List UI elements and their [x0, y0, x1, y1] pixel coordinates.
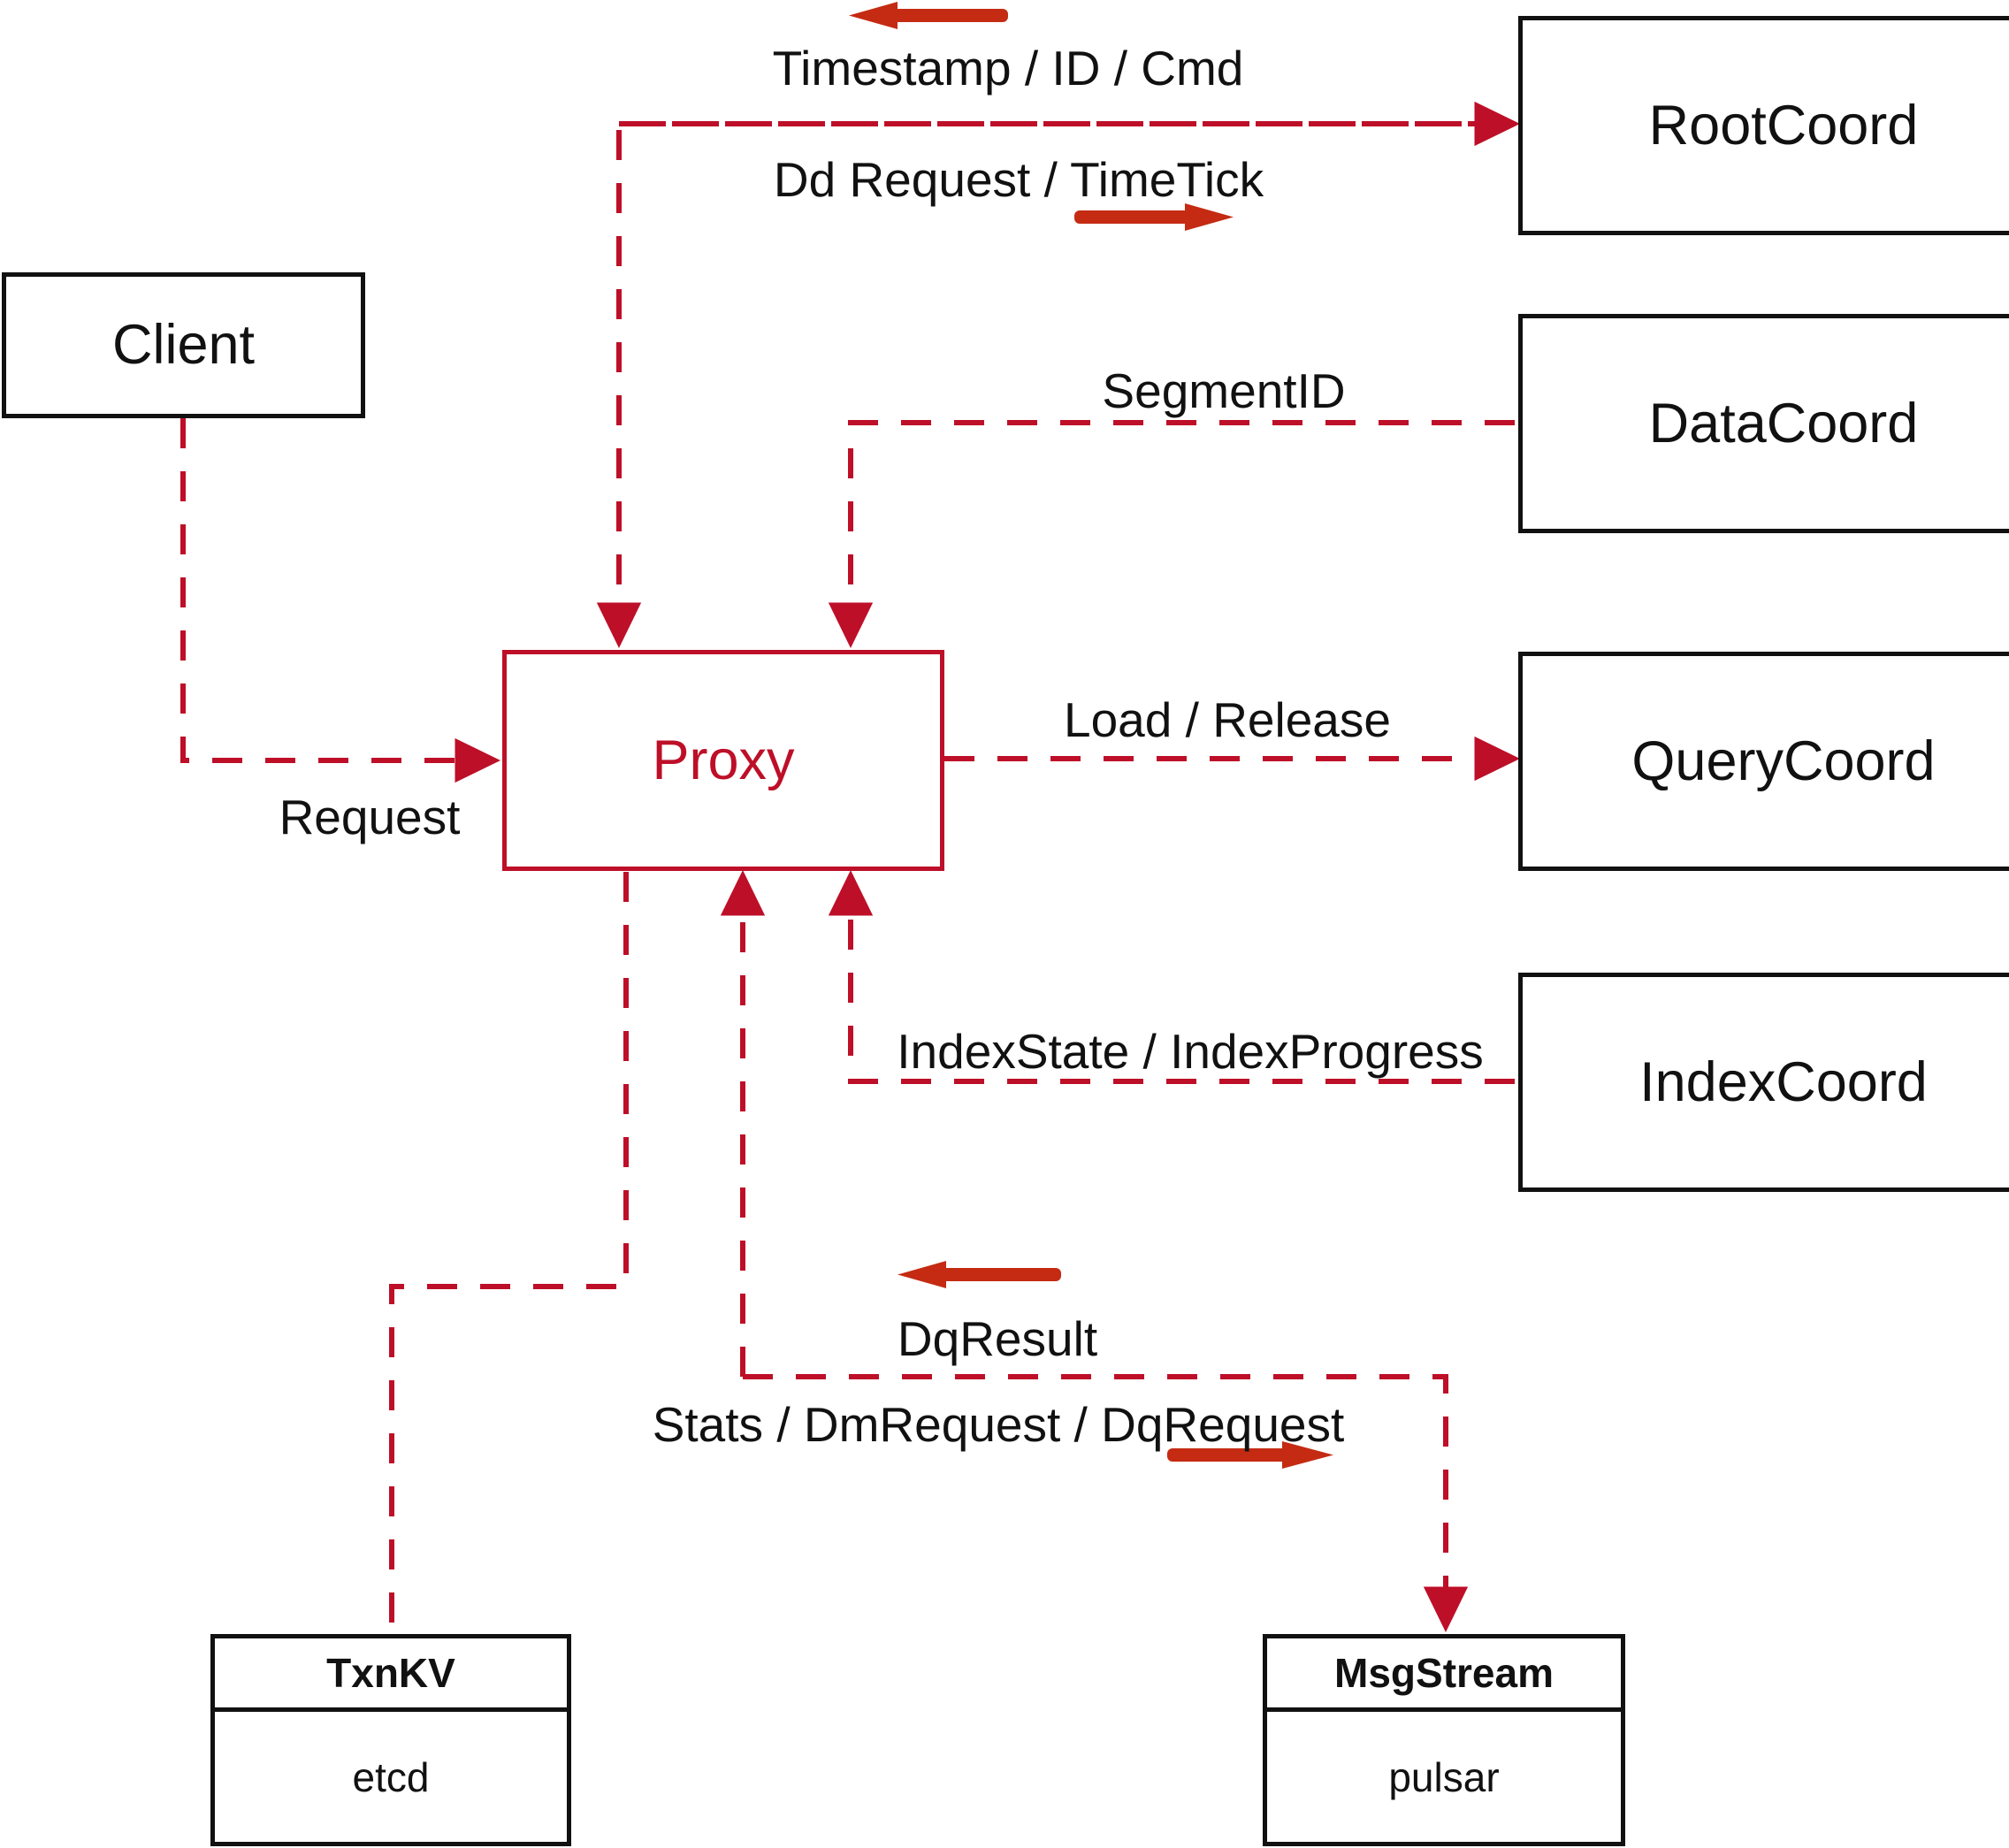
- node-datacoord[interactable]: DataCoord: [1518, 314, 2009, 533]
- node-proxy[interactable]: Proxy: [502, 650, 944, 871]
- node-txnkv-title: TxnKV: [326, 1650, 455, 1696]
- direction-arrow-timestamp: [849, 2, 1008, 29]
- node-client-label: Client: [111, 314, 256, 376]
- edge-label-stats: Stats / DmRequest / DqRequest: [652, 1397, 1345, 1452]
- edge-msg-request: [743, 1374, 1469, 1633]
- node-datacoord-label: DataCoord: [1648, 392, 1919, 454]
- node-msgstream-title: MsgStream: [1334, 1650, 1554, 1696]
- node-txnkv-body: etcd: [215, 1712, 567, 1842]
- node-indexcoord-label: IndexCoord: [1639, 1050, 1928, 1113]
- node-msgstream-header: MsgStream: [1267, 1638, 1621, 1712]
- edge-label-indexstate: IndexState / IndexProgress: [897, 1024, 1484, 1079]
- node-rootcoord[interactable]: RootCoord: [1518, 16, 2009, 235]
- edge-index-state: [828, 869, 1515, 1084]
- node-msgstream-body: pulsar: [1267, 1712, 1621, 1842]
- node-rootcoord-label: RootCoord: [1648, 94, 1919, 157]
- edge-client-request: [180, 418, 501, 783]
- edge-label-segmentid: SegmentID: [1102, 363, 1346, 418]
- direction-arrow-dqrequest: [1167, 1441, 1333, 1469]
- node-txnkv-header: TxnKV: [215, 1638, 567, 1712]
- node-indexcoord[interactable]: IndexCoord: [1518, 973, 2009, 1192]
- node-client[interactable]: Client: [2, 272, 365, 418]
- edge-label-loadrelease: Load / Release: [1064, 692, 1391, 747]
- edge-label-request: Request: [279, 790, 461, 844]
- node-msgstream-impl: pulsar: [1388, 1753, 1500, 1800]
- node-txnkv-impl: etcd: [352, 1753, 430, 1800]
- node-msgstream[interactable]: MsgStream pulsar: [1263, 1634, 1625, 1846]
- node-proxy-label: Proxy: [652, 729, 795, 791]
- direction-arrow-group: [849, 2, 1333, 1469]
- edge-label-timestamp: Timestamp / ID / Cmd: [772, 41, 1244, 95]
- direction-arrow-ddrequest: [1074, 203, 1234, 231]
- edge-label-dqresult: DqResult: [897, 1311, 1098, 1366]
- edge-root-reply: [596, 121, 1515, 649]
- node-txnkv[interactable]: TxnKV etcd: [210, 1634, 571, 1846]
- node-querycoord[interactable]: QueryCoord: [1518, 652, 2009, 871]
- edge-proxy-txnkv: [389, 872, 629, 1634]
- edge-label-ddrequest: Dd Request / TimeTick: [773, 152, 1264, 207]
- node-querycoord-label: QueryCoord: [1631, 729, 1936, 792]
- direction-arrow-dqresult: [898, 1261, 1061, 1288]
- edge-data-segmentid: [828, 420, 1515, 649]
